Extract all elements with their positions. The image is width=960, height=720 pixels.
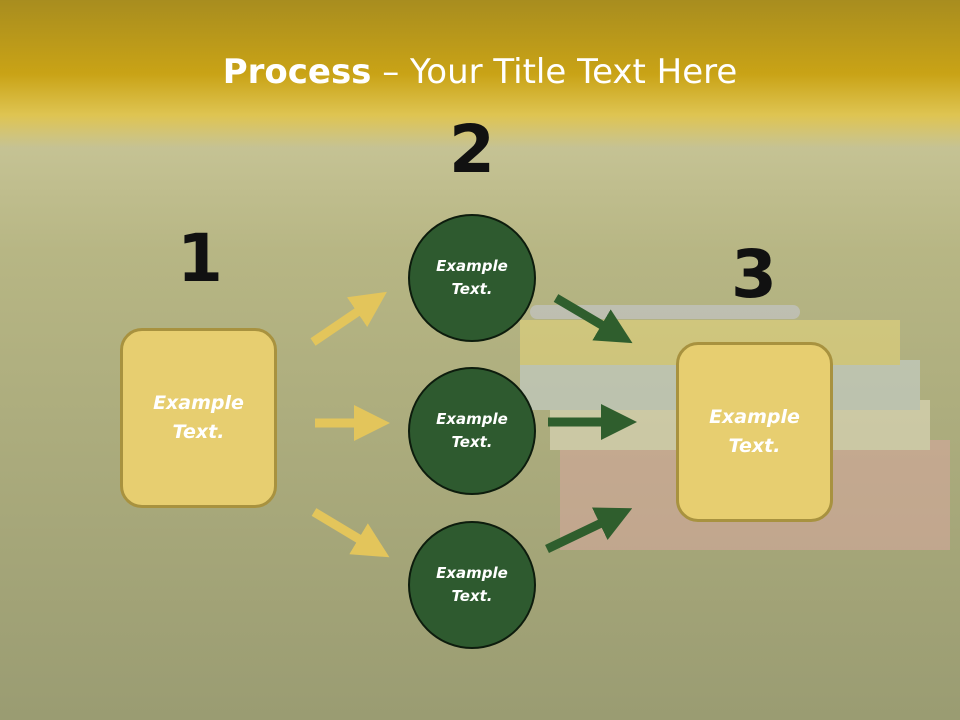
title-rest: – Your Title Text Here [371,52,738,92]
arrow-circle-1-to-3 [553,294,633,344]
arrow-1-to-circle-1 [310,291,387,346]
step-1-box-text: Example Text. [153,392,244,443]
step-2-number: 2 [449,111,495,188]
step-2-circle-1[interactable]: Example Text. [408,214,536,342]
step-2-circle-3[interactable]: Example Text. [408,521,536,649]
step-3-number: 3 [731,236,777,313]
title-bold: Process [222,52,372,92]
arrow-circle-3-to-3 [545,507,633,554]
circle-2-text: Example Text. [436,410,508,451]
step-2-circle-2[interactable]: Example Text. [408,367,536,495]
step-3-box-text: Example Text. [709,406,800,457]
circle-1-text: Example Text. [436,257,508,298]
title-band [0,0,960,148]
step-1-box[interactable]: Example Text. [120,328,277,508]
arrow-1-to-circle-3 [311,508,390,558]
slide-title: Process – Your Title Text Here [0,52,960,92]
step-3-box[interactable]: Example Text. [676,342,833,522]
step-1-number: 1 [177,220,223,297]
circle-3-text: Example Text. [436,564,508,605]
